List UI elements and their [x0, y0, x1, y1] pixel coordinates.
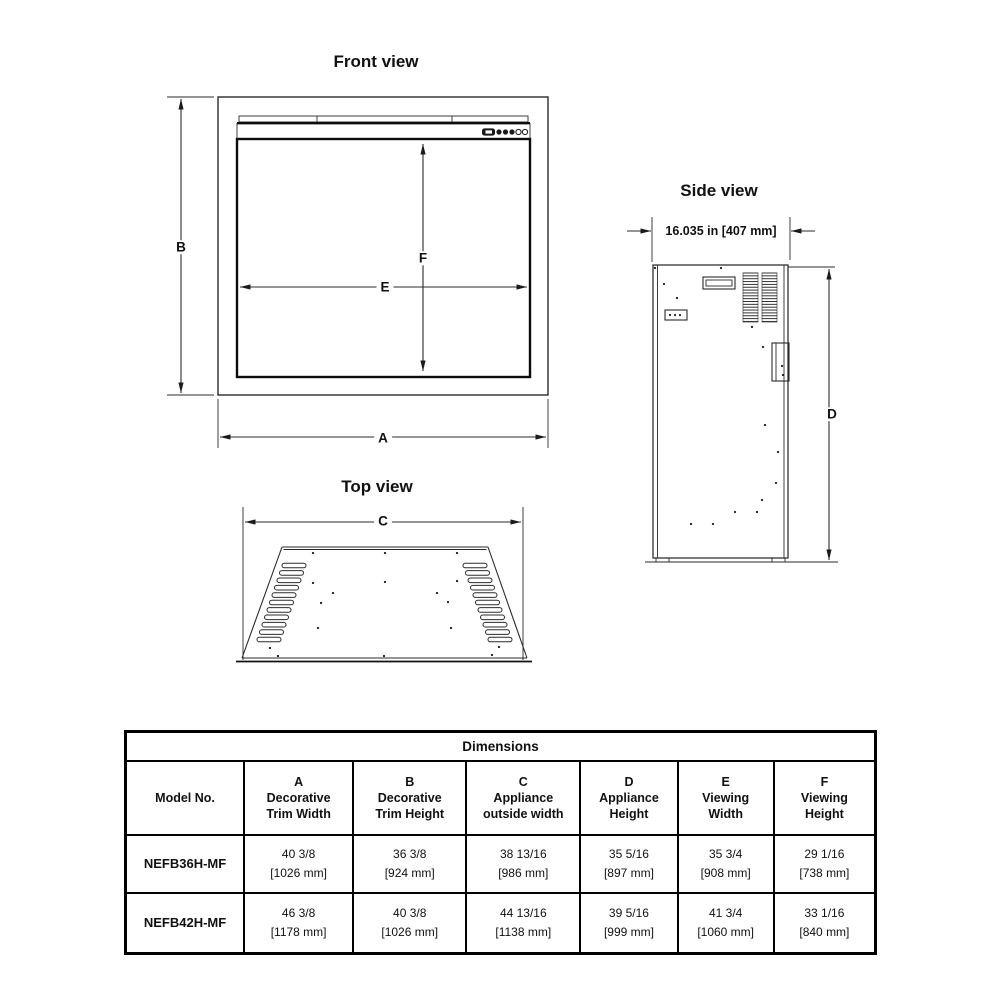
side-screw-holes: [653, 266, 785, 526]
model-number-cell: NEFB36H-MF: [127, 836, 246, 894]
top-view-drawing: [236, 507, 532, 663]
top-screw-holes: [268, 551, 501, 658]
control-button-icon: [496, 129, 502, 135]
value-cell-f: 33 1/16 [840 mm]: [799, 906, 850, 939]
column-header-b: B Decorative Trim Height: [354, 762, 468, 836]
value-cell-d: 39 5/16 [999 mm]: [581, 894, 679, 952]
top-vent-louvers: [256, 562, 513, 643]
control-panel-icons: [482, 128, 529, 136]
side-terminal-block: [664, 309, 688, 321]
control-button-icon: [521, 128, 529, 136]
front-view-drawing: [167, 96, 549, 448]
value-cell-a: 46 3/8 [1178 mm]: [245, 894, 355, 952]
side-vent-slats: [742, 272, 778, 323]
front-view-title: Front view: [333, 52, 419, 71]
depth-dimension-text: 16.035 in [407 mm]: [662, 224, 780, 238]
column-header-e: E Viewing Width: [678, 762, 775, 836]
model-number-cell: NEFB42H-MF: [127, 894, 246, 952]
column-header-model: Model No.: [127, 762, 246, 836]
dim-label-f: F: [414, 251, 432, 265]
value-cell-c: 38 13/16 [986 mm]: [467, 836, 582, 894]
side-mounting-bracket: [771, 342, 790, 382]
appliance-top-outline: [236, 546, 532, 663]
side-view-title: Side view: [680, 181, 758, 200]
value-cell-c: 44 13/16 [1138 mm]: [467, 894, 582, 952]
table-row: NEFB36H-MF 40 3/8 [1026 mm] 36 3/8 [924 …: [127, 836, 874, 894]
table-header-row: Model No. A Decorative Trim Width B Deco…: [127, 762, 874, 836]
column-header-a: A Decorative Trim Width: [245, 762, 355, 836]
value-cell-e: 35 3/4 [908 mm]: [678, 836, 775, 894]
viewing-area-outline: [235, 137, 532, 379]
column-header-d: D Appliance Height: [581, 762, 679, 836]
value-cell-f: 29 1/16 [738 mm]: [774, 836, 874, 894]
value-cell-e: 41 3/4 [1060 mm]: [679, 894, 775, 952]
column-header-c: C Appliance outside width: [467, 762, 582, 836]
control-button-icon: [509, 129, 515, 135]
value-cell-a: 40 3/8 [1026 mm]: [245, 836, 355, 894]
side-view-drawing: [627, 217, 838, 563]
decorative-trim-outline: [217, 96, 549, 396]
value-cell-b: 40 3/8 [1026 mm]: [354, 894, 468, 952]
table-row: NEFB42H-MF 46 3/8 [1178 mm] 40 3/8 [1026…: [127, 894, 874, 952]
control-button-icon: [502, 129, 509, 135]
dim-label-a: A: [374, 431, 392, 445]
column-header-f: F Viewing Height: [774, 762, 874, 836]
appliance-side-outline: [652, 264, 789, 559]
dim-label-e: E: [376, 280, 394, 294]
control-button-icon: [515, 128, 522, 136]
dim-label-d: D: [823, 407, 841, 421]
dimensions-table: Dimensions Model No. A Decorative Trim W…: [124, 730, 877, 955]
value-cell-d: 35 5/16 [897 mm]: [581, 836, 679, 894]
value-cell-b: 36 3/8 [924 mm]: [354, 836, 468, 894]
dim-label-c: C: [374, 514, 392, 528]
dim-label-b: B: [172, 240, 190, 254]
top-view-title: Top view: [341, 477, 413, 496]
table-title: Dimensions: [127, 733, 874, 762]
side-handle-slot: [702, 276, 736, 290]
